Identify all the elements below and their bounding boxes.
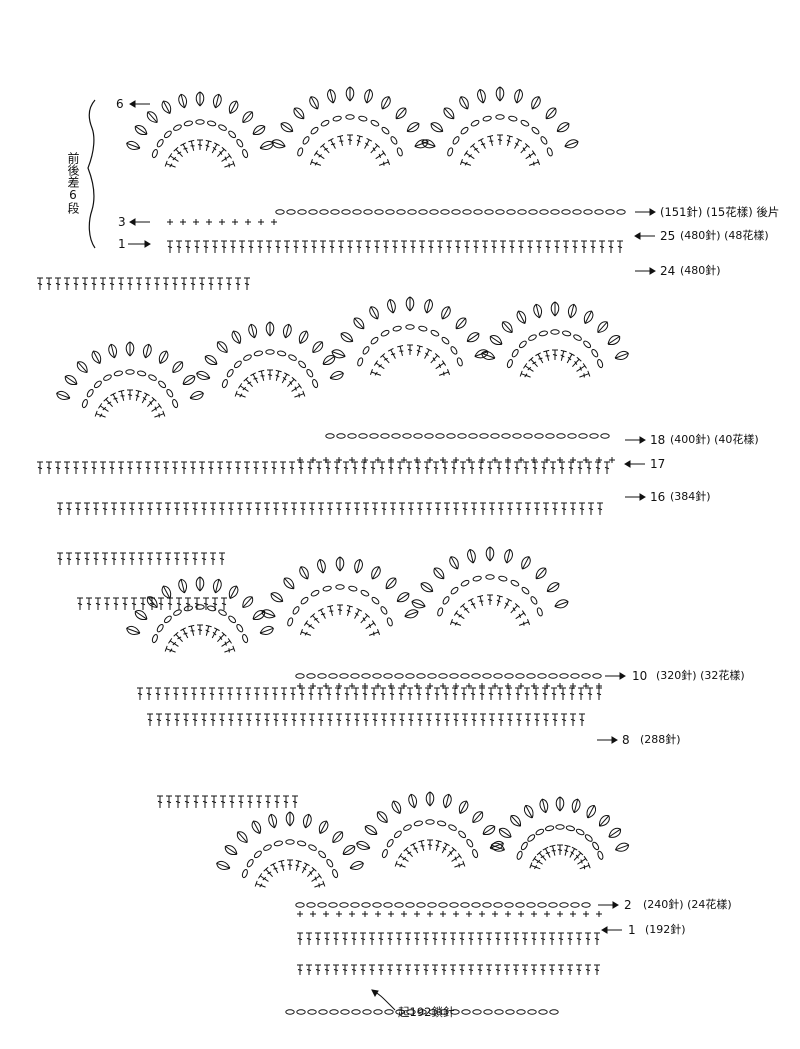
row-label-3: 3 [118, 215, 126, 229]
row-2-detail: (240針) (24花樣) [643, 898, 732, 911]
row-10-detail: (320針) (32花樣) [656, 669, 745, 682]
row-label-18: 18 [650, 433, 666, 447]
row-18-detail: (400針) (40花樣) [670, 433, 759, 446]
row-16-detail: (384針) [670, 490, 711, 503]
row-label-16: 16 [650, 490, 666, 504]
stitch-symbols-layer [37, 86, 630, 1015]
label-arrows [128, 100, 656, 1011]
foundation-chain-label: 起192鎖針 [398, 1005, 455, 1019]
row-label-17: 17 [650, 457, 666, 471]
row-label-24: 24 [660, 264, 676, 278]
row-difference-note: 前後差6段 [66, 152, 80, 214]
row-label-1-top: 1 [118, 237, 126, 251]
row-24-detail: (480針) [680, 264, 721, 277]
row-label-2: 2 [624, 898, 632, 912]
row-label-1-bottom: 1 [628, 923, 636, 937]
row-difference-brace [87, 99, 96, 249]
row-label-25: 25 [660, 229, 676, 243]
back-panel-label: (151針) (15花樣) 後片 [660, 205, 780, 219]
row-8-detail: (288針) [640, 733, 681, 746]
row-label-6: 6 [116, 97, 124, 111]
row-label-8: 8 [622, 733, 630, 747]
row-1-detail: (192針) [645, 923, 686, 936]
row-label-10: 10 [632, 669, 648, 683]
row-25-detail: (480針) (48花樣) [680, 229, 769, 242]
